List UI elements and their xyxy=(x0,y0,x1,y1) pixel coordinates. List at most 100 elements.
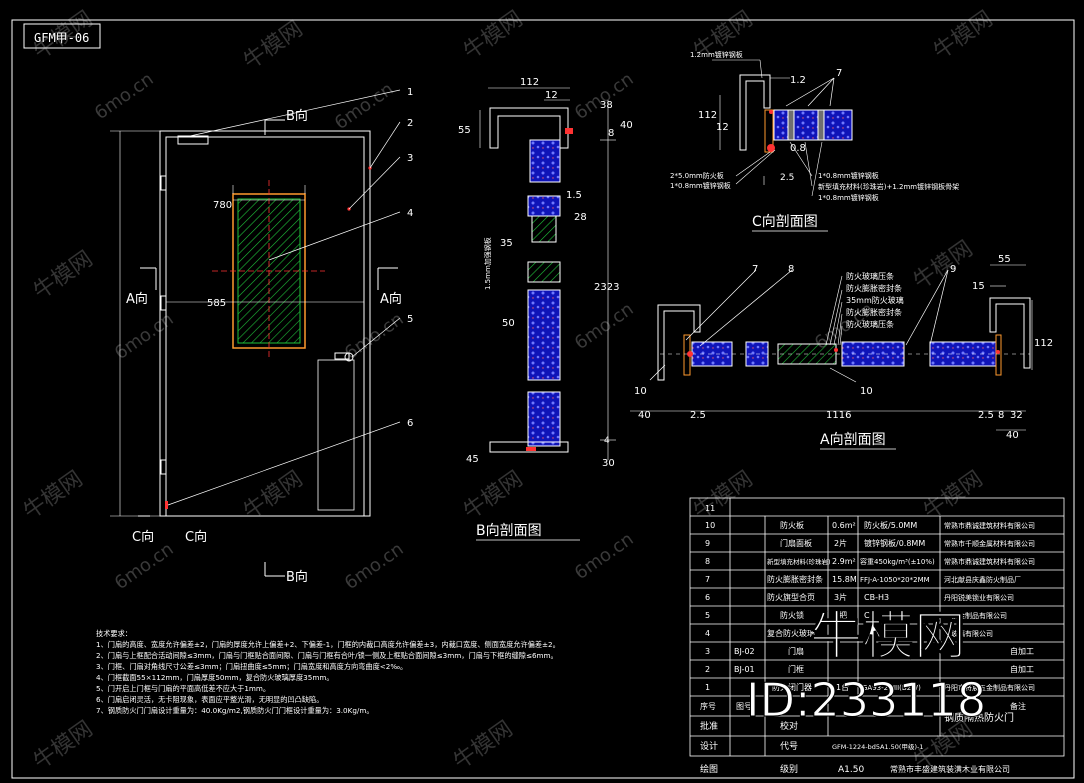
section-a-dim-40-right: 40 xyxy=(1006,430,1019,441)
bom-cell: 防火锁 xyxy=(780,610,804,620)
bom-cell: BJ-02 xyxy=(734,647,755,656)
section-c-dim-112: 112 xyxy=(698,110,717,121)
bom-header-cell: 图号 xyxy=(736,702,752,711)
watermark-text: 牛模网 xyxy=(239,17,307,75)
title-block-check-label: 校对 xyxy=(780,720,798,732)
bom-cell: 2 xyxy=(705,665,710,674)
bom-cell: 自加工 xyxy=(1010,664,1034,674)
bom-cell: 9 xyxy=(705,539,710,548)
tech-note: 6、门扇启闭灵活，无卡阻现象，表面应平整光滑，无明显的凹凸缺陷。 xyxy=(96,695,324,704)
bom-cell: CB xyxy=(864,611,875,620)
watermark-text: 牛模网 xyxy=(19,467,87,525)
bom-cell: 5 xyxy=(705,611,710,620)
section-b-dim-45: 45 xyxy=(466,454,479,465)
bom-cell: 镀锌钢板/0.8MM xyxy=(864,538,925,548)
section-c-note-5: 新型填充材料(珍珠岩)+1.2mm镀锌钢板骨架 xyxy=(818,182,959,191)
section-a-dim-40-left: 40 xyxy=(638,410,651,421)
section-a-dim-112: 112 xyxy=(1034,338,1053,349)
title-block: 批准 校对 设计 代号 GFM-1224-bd5A1.50(甲级)-1 钢质隔热… xyxy=(700,711,1014,775)
bom-cell: 6 xyxy=(705,593,710,602)
bom-cell: 常熟市鼎诚建筑材料有限公司 xyxy=(944,521,1035,530)
section-c-note-3: 1*0.8mm镀锌钢板 xyxy=(670,181,731,190)
callout-4: 4 xyxy=(407,208,413,219)
drawing-tag: GFM甲-06 xyxy=(34,31,89,45)
tech-note: 2、门扇与上框配合活动间隙≤3mm，门扇与门框贴合面间隙、门扇与门框有合叶/锁一… xyxy=(96,651,558,660)
tech-note: 7、钢质防火门门扇设计重量为：40.0Kg/m2,钢质防火门门框设计重量为：3.… xyxy=(96,706,374,715)
bom-cell: 门框 xyxy=(788,664,804,674)
section-c-title: C向剖面图 xyxy=(752,214,818,230)
section-a-drawing xyxy=(630,264,1033,431)
section-a-dim-32: 32 xyxy=(1010,410,1023,421)
section-a-dim-55: 55 xyxy=(998,254,1011,265)
watermark-url: 6mo.cn xyxy=(571,529,638,584)
bom-cell: 防火板 xyxy=(780,520,804,530)
watermark-url: 6mo.cn xyxy=(111,539,178,594)
dim-585: 585 xyxy=(207,298,226,309)
section-a-callout-8: 8 xyxy=(788,264,794,275)
bom-cell: 3 xyxy=(705,647,710,656)
bom-cell: 8 xyxy=(705,557,710,566)
section-b-dim-40: 40 xyxy=(620,120,633,131)
view-label-a-left: A向 xyxy=(126,291,148,307)
section-b-dim-50: 50 xyxy=(502,318,515,329)
watermark-text: 牛模网 xyxy=(29,247,97,305)
view-label-b-bottom: B向 xyxy=(286,569,308,585)
title-block-scale: A1.50 xyxy=(838,765,864,775)
section-c-callout-7: 7 xyxy=(836,68,842,79)
section-c-drawing xyxy=(712,59,853,197)
bom-cell: 河北献县庆鑫防火制品厂 xyxy=(944,575,1021,584)
section-a-dim-8: 8 xyxy=(998,410,1004,421)
bom-cell: 10 xyxy=(705,521,715,530)
door-elevation xyxy=(110,89,401,577)
bom-cell: 防火板/5.0MM xyxy=(864,520,917,530)
bom-header-cell: 备注 xyxy=(1010,701,1026,711)
tech-note: 3、门框、门扇对角线尺寸公差≤3mm；门扇扭曲度≤5mm；门扇宽度和高度方向弯曲… xyxy=(96,662,408,671)
section-b-dim-8: 8 xyxy=(608,128,614,139)
bom-cell: 自加工 xyxy=(1010,646,1034,656)
bom-cell: 防火膨胀密封条 xyxy=(767,574,823,584)
title-block-grade-label: 级别 xyxy=(780,763,798,775)
bom-cell: 2.9m² xyxy=(832,557,856,566)
section-b-dim-1-5: 1.5 xyxy=(566,190,582,201)
watermark-id: ID:233118 xyxy=(746,673,986,727)
bom-cell: FFJ-A-1050*20*2MM xyxy=(860,576,930,584)
title-block-design-label: 设计 xyxy=(700,740,718,752)
bom-cell: 7 xyxy=(705,575,710,584)
watermark-text: 牛模网 xyxy=(929,7,997,65)
dim-780: 780 xyxy=(213,200,232,211)
section-c-dim-12: 12 xyxy=(716,122,729,133)
bom-cell: 4 xyxy=(705,629,710,638)
section-a-dim-2-5-right: 2.5 xyxy=(978,410,994,421)
watermark-text: 牛模网 xyxy=(459,467,527,525)
section-b-dim-38: 38 xyxy=(600,100,613,111)
bom-cell: 门扇面板 xyxy=(780,538,812,548)
section-b-dim-12: 12 xyxy=(545,90,558,101)
section-c-dim-0-8: 0.8 xyxy=(790,143,806,154)
bom-cell: CB-H3 xyxy=(864,593,889,602)
section-b-title: B向剖面图 xyxy=(476,523,542,539)
section-b-dim-55: 55 xyxy=(458,125,471,136)
bom-cell: 1 xyxy=(705,683,710,692)
bom-cell: 容重450kg/m³(±10%) xyxy=(860,557,935,566)
bom-cell: 1把 xyxy=(834,610,847,620)
callout-3: 3 xyxy=(407,153,413,164)
section-b-drawing xyxy=(479,87,616,460)
watermark-url: 6mo.cn xyxy=(571,69,638,124)
title-block-approve-label: 批准 xyxy=(700,720,718,732)
section-c-dim-2-5: 2.5 xyxy=(780,173,794,183)
section-b-dim-28: 28 xyxy=(574,212,587,223)
callout-5: 5 xyxy=(407,314,413,325)
section-b-dim-2323: 2323 xyxy=(594,282,619,293)
bom-cell: 2片 xyxy=(834,538,847,548)
bom-cell: …锁金制品有限公司 xyxy=(944,611,1007,620)
view-label-c-left2: C向 xyxy=(185,529,207,545)
section-b-dim-112: 112 xyxy=(520,77,539,88)
section-a-dim-1116: 1116 xyxy=(826,410,851,421)
view-label-c-left1: C向 xyxy=(132,529,154,545)
bom-header-cell: 序号 xyxy=(700,701,716,711)
section-a-title: A向剖面图 xyxy=(820,432,886,448)
watermark-text: 牛模网 xyxy=(459,7,527,65)
bom-cell: 防火旗型合页 xyxy=(767,592,815,602)
bom-cell: 11 xyxy=(705,504,715,513)
